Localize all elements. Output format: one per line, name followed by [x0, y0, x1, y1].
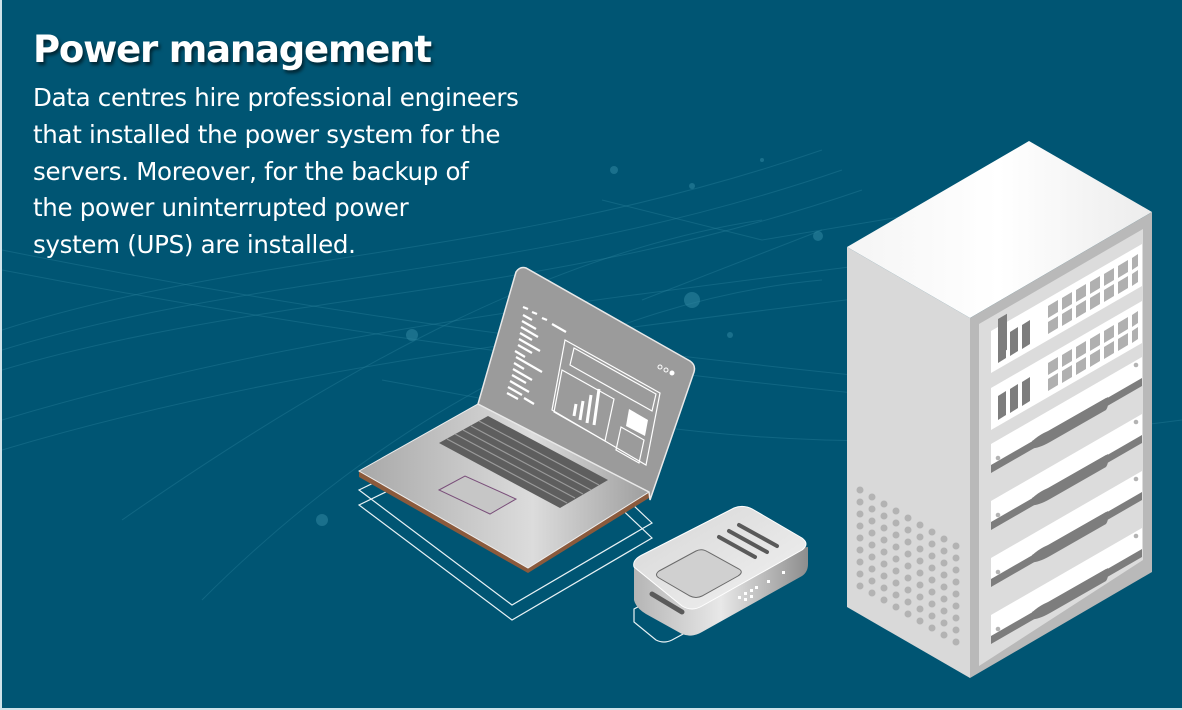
trackpad — [437, 475, 518, 515]
laptop-illustration — [357, 266, 696, 621]
screen-content — [551, 339, 661, 466]
paragraph-line: system (UPS) are installed. — [33, 230, 356, 260]
code-lines-icon — [506, 305, 567, 405]
description-paragraph: Data centres hire professional engineers… — [33, 80, 623, 264]
switch-unit — [991, 244, 1142, 373]
page-title: Power management — [33, 28, 432, 71]
bar-chart-icon — [572, 388, 601, 426]
server-rack-illustration — [847, 141, 1152, 678]
paragraph-line: the power uninterrupted power — [33, 193, 409, 223]
paragraph-line: Data centres hire professional engineers — [33, 83, 519, 112]
window-dots-icon — [657, 364, 675, 376]
ups-device-illustration — [633, 505, 808, 643]
drive-trays — [991, 357, 1142, 644]
vent-grille — [856, 486, 960, 646]
paragraph-line: that installed the power system for the — [33, 119, 501, 149]
paragraph-line: servers. Moreover, for the backup of — [33, 156, 469, 186]
switch-unit — [991, 301, 1142, 430]
